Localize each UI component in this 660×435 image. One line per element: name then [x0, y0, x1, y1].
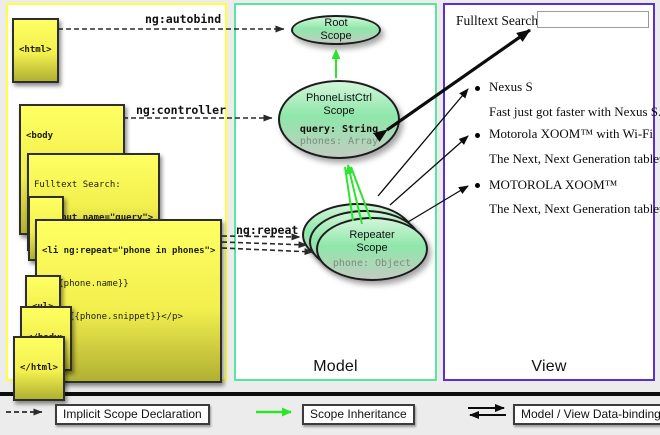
legend-implicit-scope-declaration: Implicit Scope Declaration [55, 404, 210, 425]
scope-property: phone: Object [332, 257, 412, 269]
code-box-html-open: <html> [12, 18, 59, 83]
legend-scope-inheritance: Scope Inheritance [302, 404, 415, 425]
phone-snippet: Fast just got faster with Nexus S. [489, 104, 660, 119]
phone-name: MOTOROLA XOOM™ [489, 177, 618, 192]
phone-snippet: The Next, Next Generation tablet. [489, 201, 660, 216]
phone-snippet: The Next, Next Generation tablet. [489, 151, 660, 166]
ng-autobind-label: ng:autobind [145, 12, 222, 26]
root-scope-ellipse: Root Scope [291, 15, 381, 45]
scope-name: Scope [356, 241, 388, 254]
legend-separator [0, 392, 660, 396]
phone-name: Motorola XOOM™ with Wi-Fi [489, 126, 654, 141]
code-line: </html> [20, 363, 58, 373]
bullet-icon [475, 133, 480, 138]
scope-name: Root [324, 17, 348, 29]
scope-name: Scope [320, 30, 352, 42]
legend-model-view-data-binding: Model / View Data-binding [513, 404, 660, 425]
fulltext-search-input[interactable] [537, 11, 649, 28]
view-column-title: View [531, 358, 567, 375]
scope-name: Repeater [349, 228, 395, 241]
ng-controller-label: ng:controller [136, 103, 227, 117]
code-line: <html> [19, 45, 52, 55]
scope-property: query: String [299, 123, 379, 135]
scope-name: PhoneListCtrl [305, 91, 373, 104]
code-box-html-close: </html> [13, 336, 65, 401]
code-line: Fulltext Search: [34, 180, 121, 190]
bullet-icon [475, 183, 480, 188]
code-line: <body [26, 131, 54, 141]
scope-name: Scope [323, 104, 355, 117]
ng-repeat-label: ng:repeat [236, 223, 299, 237]
model-column [234, 3, 437, 381]
code-line: {{phone.name}} [42, 279, 129, 289]
code-line: <li ng:repeat="phone in phones"> [42, 246, 216, 256]
model-column-title: Model [313, 358, 358, 375]
bullet-icon [475, 86, 480, 91]
fulltext-search-label: Fulltext Search: [456, 13, 542, 28]
phonelistctrl-scope-ellipse: PhoneListCtrl Scope query: String phones… [278, 80, 400, 159]
code-line: <p>{{phone.snippet}}</p> [42, 312, 183, 322]
repeater-scope-ellipse-front: Repeater Scope phone: Object [316, 217, 428, 281]
phone-name: Nexus S [489, 79, 533, 94]
scope-property: phones: Array [299, 135, 379, 147]
